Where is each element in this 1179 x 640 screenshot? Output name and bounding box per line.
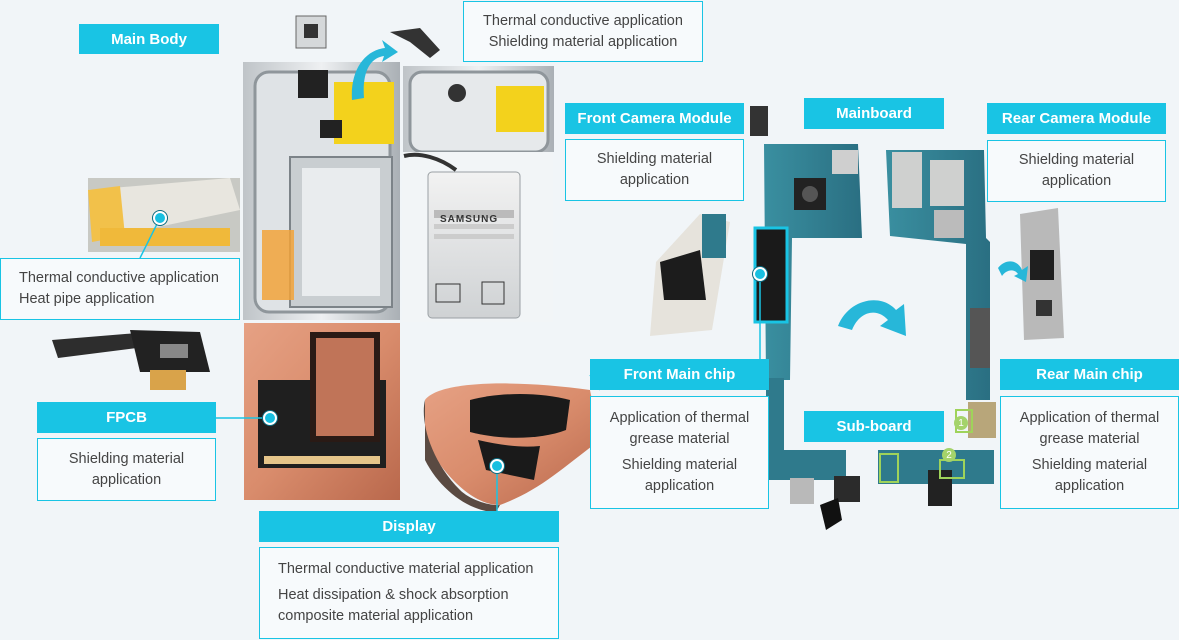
battery-brand: SAMSUNG: [440, 214, 499, 225]
rear-camera-module-label: Rear Camera Module: [987, 103, 1166, 134]
sub-board-label: Sub-board: [804, 411, 944, 442]
marker-heat-pipe: [153, 211, 167, 225]
mainboard-label: Mainboard: [804, 98, 944, 129]
front-main-chip-box: Application of thermal grease material S…: [590, 396, 769, 509]
front-camera-flex-photo: [650, 214, 730, 336]
top-application-box: Thermal conductive application Shielding…: [463, 1, 703, 62]
marker-number-1: 1: [954, 416, 968, 430]
fpcb-label-text: FPCB: [106, 409, 147, 426]
front-main-chip-line-1: Application of thermal: [609, 410, 750, 426]
marker-display: [490, 459, 504, 473]
sub-board-label-text: Sub-board: [836, 418, 912, 435]
marker-number-2: 2: [942, 448, 956, 462]
left-box-line-2: Heat pipe application: [19, 291, 155, 307]
arrow-icon-flip: [838, 300, 906, 336]
front-main-chip-label: Front Main chip: [590, 359, 769, 390]
display-box-line-2: Heat dissipation & shock absorption: [278, 587, 509, 603]
top-box-line-2: Shielding material application: [488, 33, 678, 50]
display-back-photo: [244, 323, 400, 500]
display-label: Display: [259, 511, 559, 542]
rear-main-chip-box: Application of thermal grease material S…: [1000, 396, 1179, 509]
rear-main-chip-line-2: grease material: [1039, 431, 1140, 447]
rear-main-chip-label: Rear Main chip: [1000, 359, 1179, 390]
rear-main-chip-line-3: Shielding material: [1031, 457, 1148, 473]
front-camera-box-line-1: Shielding material: [596, 151, 713, 167]
rear-camera-box-line-1: Shielding material: [1018, 152, 1135, 168]
main-body-label-text: Main Body: [111, 30, 187, 48]
display-box-line-3: composite material application: [278, 608, 474, 624]
left-box-line-1: Thermal conductive application: [19, 270, 219, 286]
arrow-icon-body: [351, 40, 398, 100]
top-box-line-1: Thermal conductive application: [483, 12, 683, 29]
heat-pipe-application-box: Thermal conductive application Heat pipe…: [0, 258, 240, 320]
battery-photo: [402, 152, 553, 322]
fpcb-box-line-2: application: [91, 471, 162, 488]
front-camera-module-box: Shielding material application: [565, 139, 744, 201]
fpcb-box-line-1: Shielding material: [68, 450, 185, 467]
rear-main-chip-label-text: Rear Main chip: [1036, 366, 1143, 383]
rear-camera-module-box: Shielding material application: [987, 140, 1166, 202]
marker-fpcb: [263, 411, 277, 425]
display-box: Thermal conductive material application …: [259, 547, 559, 639]
front-main-chip-line-2: grease material: [629, 431, 730, 447]
mainboard-rear-photo: [878, 150, 996, 506]
front-main-chip-line-3: Shielding material: [621, 457, 738, 473]
front-camera-module-label: Front Camera Module: [565, 103, 744, 134]
display-box-line-1: Thermal conductive material application: [278, 561, 534, 577]
front-camera-label-text: Front Camera Module: [577, 110, 732, 127]
main-body-label: Main Body: [79, 24, 219, 54]
rear-camera-label-text: Rear Camera Module: [1001, 110, 1152, 127]
display-label-text: Display: [382, 518, 436, 535]
display-edge-photo: [423, 383, 600, 512]
rear-camera-box-line-2: application: [1041, 173, 1112, 189]
front-main-chip-label-text: Front Main chip: [623, 366, 736, 383]
main-body-frame-photo: [243, 15, 400, 320]
fpcb-box: Shielding material application: [37, 438, 216, 501]
rear-main-chip-line-1: Application of thermal: [1019, 410, 1160, 426]
front-camera-box-line-2: application: [619, 172, 690, 188]
marker-front-main-chip: [753, 267, 767, 281]
front-main-chip-line-4: application: [644, 478, 715, 494]
rear-camera-shield-photo: [998, 208, 1064, 340]
rear-main-chip-line-4: application: [1054, 478, 1125, 494]
fpcb-photo: [52, 330, 210, 390]
fpcb-label: FPCB: [37, 402, 216, 433]
mainboard-label-text: Mainboard: [836, 105, 912, 122]
frame-top-photo: [390, 28, 554, 154]
